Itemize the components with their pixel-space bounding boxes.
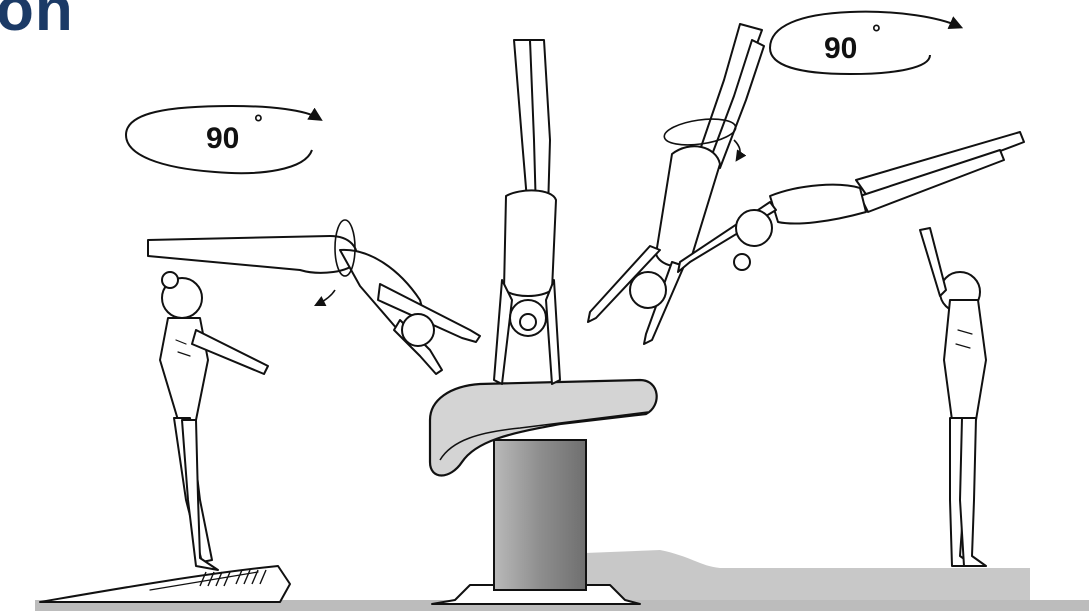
gymnast-handstand [493,39,561,385]
vault-table [428,378,658,605]
rotation-indicator-right: 90 ° [768,10,964,76]
gymnast-first-flight [147,219,481,375]
landing-mat [585,550,1030,600]
rotation-indicator-left: 90 ° [124,104,323,175]
rotation-left-degree-sign: ° [254,110,263,135]
gymnast-repulsion [587,23,765,345]
gymnast-second-flight [677,131,1025,273]
springboard [39,565,291,603]
rotation-right-angle: 90 [824,32,857,65]
floor [35,600,1089,611]
gymnast-takeoff [159,271,269,571]
rotation-left-angle: 90 [206,122,239,155]
heading-fragment: on [0,0,74,44]
rotation-right-degree-sign: ° [872,20,881,45]
gymnast-landing [919,227,987,567]
